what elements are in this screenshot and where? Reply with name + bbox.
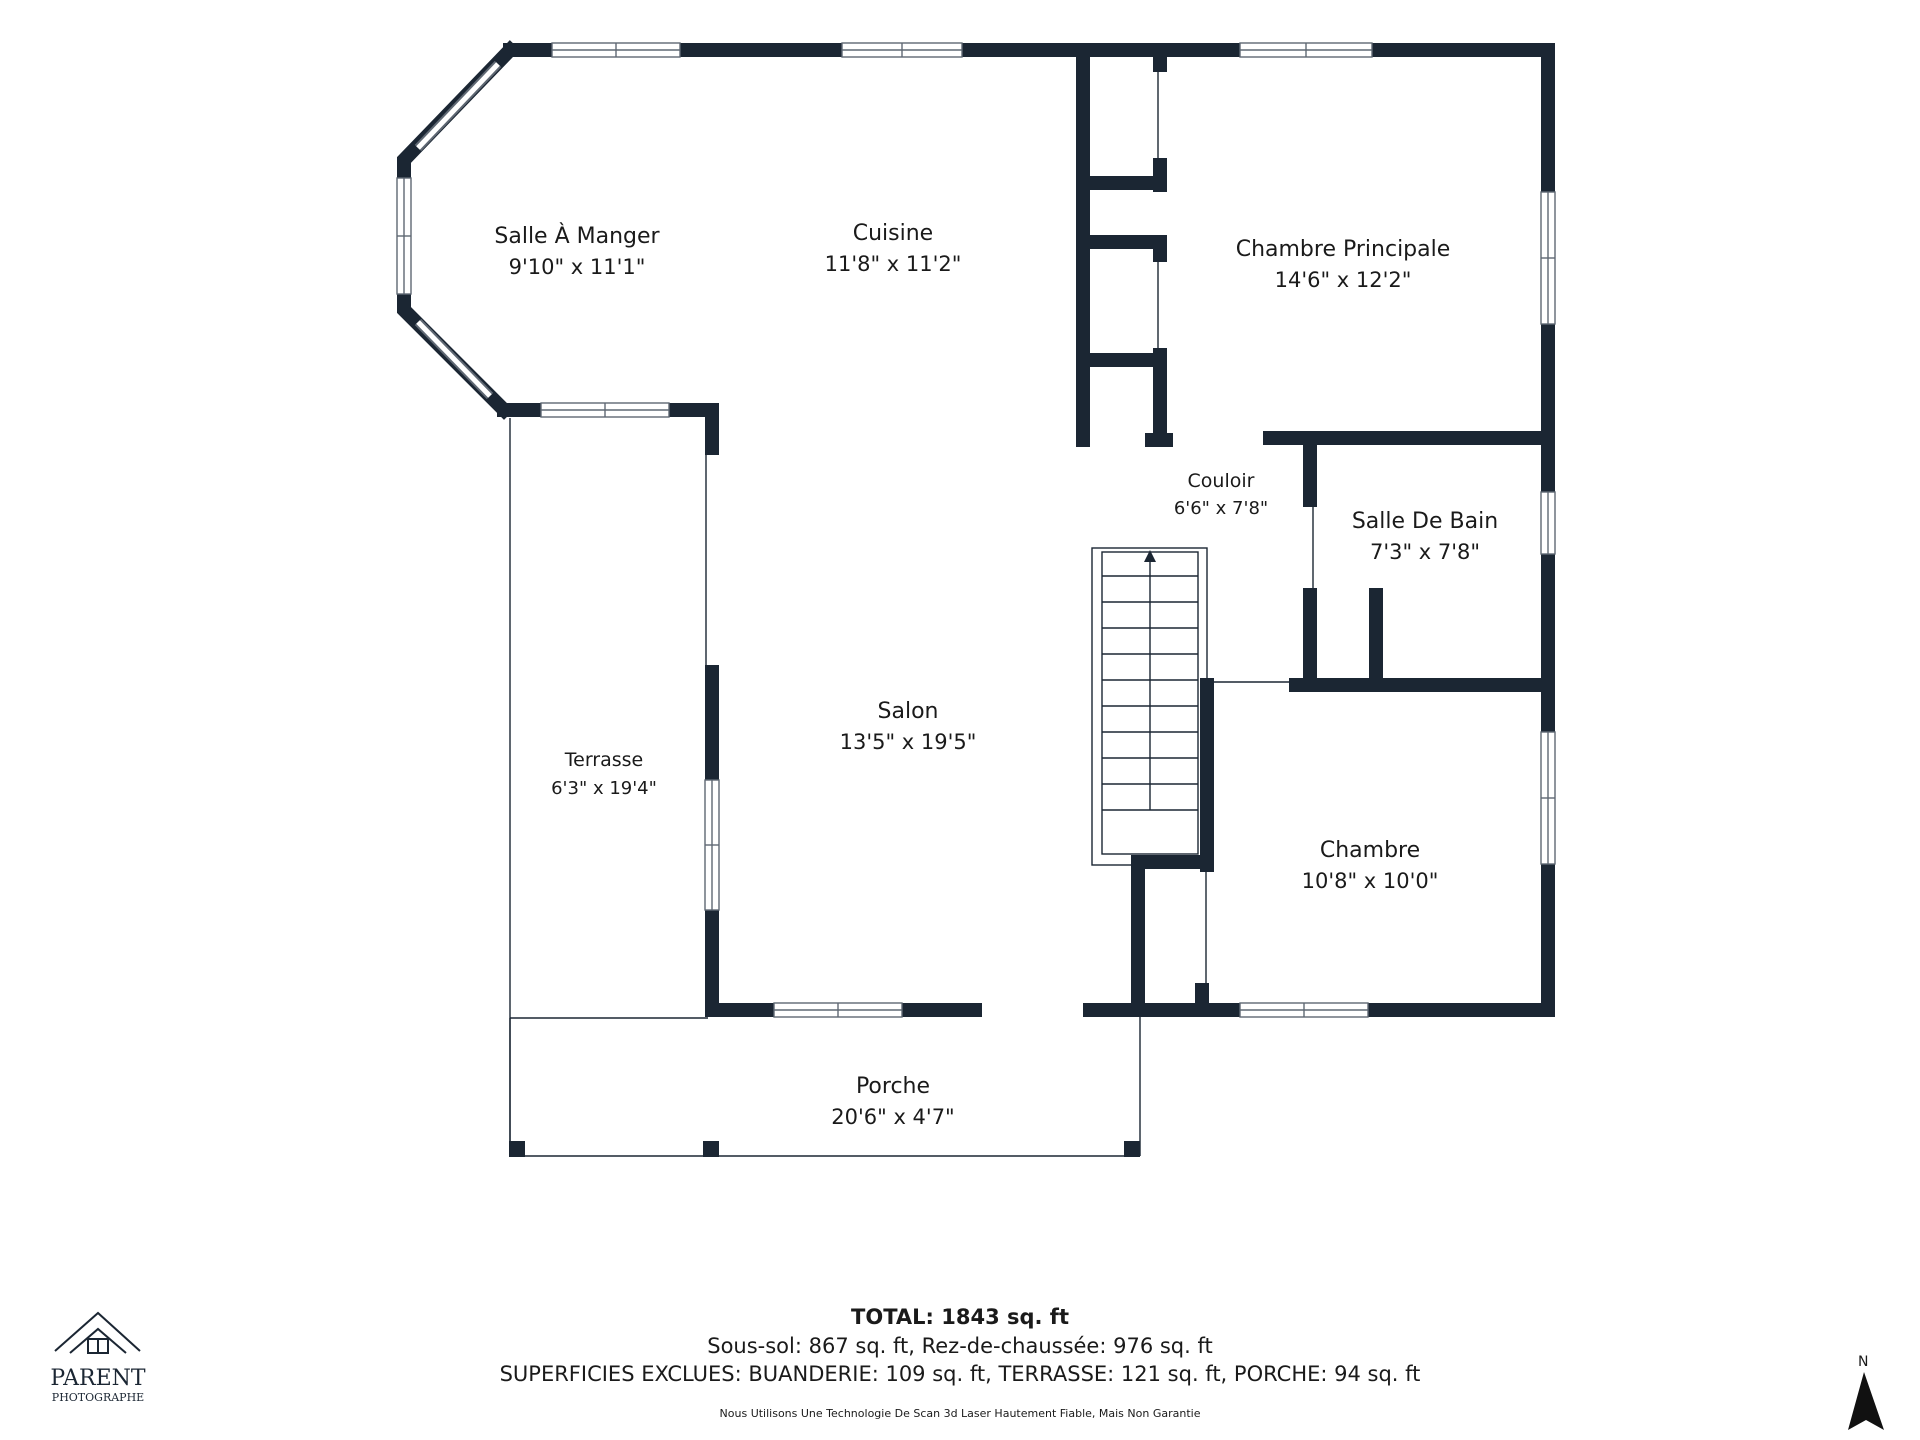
room-dims-chambre-principale: 14'6" x 12'2" [1275,268,1412,292]
north-arrow-icon [1848,1372,1884,1430]
logo-name: PARENT [50,1366,146,1391]
room-dims-salle-a-manger: 9'10" x 11'1" [509,255,646,279]
room-name-cuisine: Cuisine [853,221,933,246]
compass: N [1848,1354,1884,1430]
room-dims-cuisine: 11'8" x 11'2" [825,252,962,276]
bay-windows-inner [416,62,500,398]
room-name-salle-de-bain: Salle De Bain [1352,509,1498,534]
room-name-salle-a-manger: Salle À Manger [494,223,660,249]
room-name-chambre: Chambre [1320,838,1420,863]
room-dims-chambre: 10'8" x 10'0" [1302,869,1439,893]
level-areas: Sous-sol: 867 sq. ft, Rez-de-chaussée: 9… [707,1334,1213,1358]
logo-subtitle: PHOTOGRAPHE [52,1391,144,1404]
room-dims-couloir: 6'6" x 7'8" [1174,498,1268,519]
room-dims-porche: 20'6" x 4'7" [831,1105,954,1129]
room-dims-terrasse: 6'3" x 19'4" [551,778,657,799]
thin-outlines [509,65,1314,1157]
total-area: TOTAL: 1843 sq. ft [851,1305,1069,1329]
parent-photographe-logo: PARENT PHOTOGRAPHE [50,1311,146,1404]
room-dims-salle-de-bain: 7'3" x 7'8" [1370,540,1480,564]
room-name-terrasse: Terrasse [564,749,644,771]
windows [396,42,1556,1018]
room-name-chambre-principale: Chambre Principale [1236,237,1451,262]
disclaimer: Nous Utilisons Une Technologie De Scan 3… [719,1407,1201,1420]
house-roof-icon [54,1311,141,1354]
compass-label: N [1858,1354,1868,1370]
staircase [1091,547,1208,866]
excluded-areas: SUPERFICIES EXCLUES: BUANDERIE: 109 sq. … [499,1362,1421,1386]
room-name-salon: Salon [878,699,939,724]
room-dims-salon: 13'5" x 19'5" [840,730,977,754]
porch-posts [509,1141,1140,1157]
room-name-couloir: Couloir [1188,470,1255,492]
room-labels: Salle À Manger 9'10" x 11'1" Cuisine 11'… [494,221,1498,1129]
room-name-porche: Porche [856,1074,930,1099]
